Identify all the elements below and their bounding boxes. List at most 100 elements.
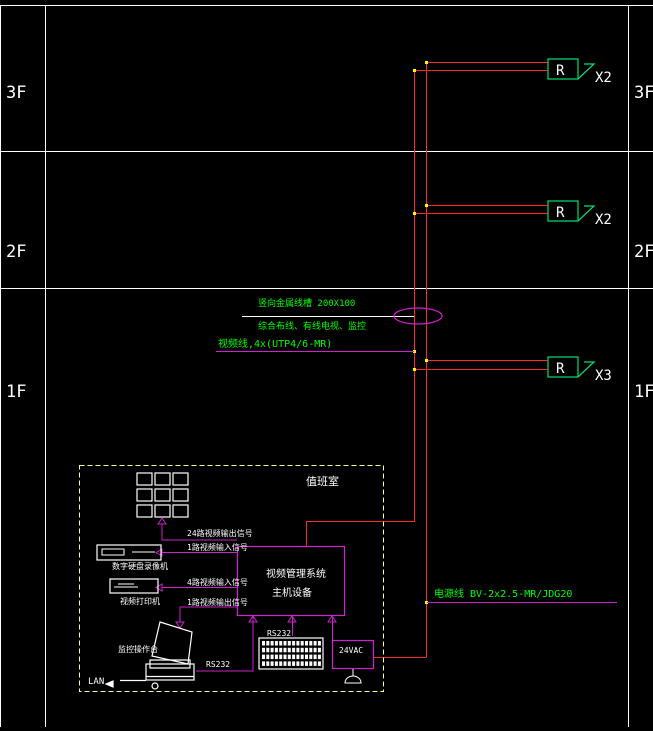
device-3f-count: X2 [595, 70, 612, 86]
keyboard-key [292, 661, 295, 666]
keyboard-key [305, 641, 308, 646]
keyboard-key [266, 661, 269, 666]
keyboard-key [318, 655, 321, 660]
rs232-bottom-label: RS232 [206, 660, 230, 669]
keyboard-key [288, 655, 291, 660]
signal-4-label: 4路视频输入信号 [187, 577, 248, 587]
signal-24-label: 24路视频输出信号 [187, 528, 253, 538]
keyboard-key [309, 661, 312, 666]
power-line-label: 电源线 BV-2x2.5-MR/JDG20 [434, 587, 572, 600]
keyboard-key [275, 641, 278, 646]
keyboard-key [305, 661, 308, 666]
trunking-sub-label: 综合布线、有线电视、监控 [258, 320, 366, 332]
keyboard-key [284, 655, 287, 660]
trunking-label: 竖向金属线槽 200X100 [258, 297, 355, 309]
floor-label-3f-left: 3F [6, 83, 26, 103]
keyboard-key [288, 661, 291, 666]
video-line: 视频线,4x(UTP4/6-MR) [216, 337, 414, 352]
rs232-top-label: RS232 [267, 629, 291, 638]
keyboard-key [292, 655, 295, 660]
keyboard-key [305, 648, 308, 653]
keyboard-key [301, 641, 304, 646]
device-2f: R X2 [548, 201, 612, 228]
keyboard-key [305, 655, 308, 660]
keyboard-key [318, 661, 321, 666]
console-label: 监控操作台 [118, 644, 158, 654]
keyboard-key [301, 648, 304, 653]
trunking: 竖向金属线槽 200X100 综合布线、有线电视、监控 [242, 297, 442, 332]
lan-label: LAN [88, 677, 104, 687]
device-1f-count: X3 [595, 368, 612, 384]
keyboard-key [271, 641, 274, 646]
console [106, 622, 194, 689]
video-line-label: 视频线,4x(UTP4/6-MR) [218, 337, 332, 350]
device-2f-count: X2 [595, 212, 612, 228]
recorder-label: 数字硬盘录像机 [112, 561, 168, 571]
keyboard-key [288, 641, 291, 646]
keyboard-key [314, 661, 317, 666]
keyboard-key [284, 641, 287, 646]
host-line2: 主机设备 [272, 586, 312, 599]
keyboard-key [292, 641, 295, 646]
video-wall [137, 473, 188, 517]
keyboard-key [314, 655, 317, 660]
keyboard-key [262, 661, 265, 666]
keyboard-key [275, 655, 278, 660]
keyboard-key [318, 641, 321, 646]
keyboard-key [275, 648, 278, 653]
power-box-label: 24VAC [339, 646, 363, 655]
keyboard-key [296, 655, 299, 660]
device-2f-symbol: R [556, 205, 565, 221]
keyboard-key [279, 661, 282, 666]
printer-label: 视频打印机 [120, 596, 160, 606]
keyboard-key [318, 648, 321, 653]
keyboard: RS232 [259, 629, 323, 669]
keyboard-key [301, 661, 304, 666]
keyboard-key [262, 648, 265, 653]
floor-label-2f-left: 2F [6, 242, 26, 262]
duty-room-label: 值班室 [306, 474, 339, 488]
keyboard-key [266, 641, 269, 646]
keyboard-key [314, 641, 317, 646]
device-3f: R X2 [548, 59, 612, 86]
keyboard-key [279, 648, 282, 653]
device-1f: R X3 [548, 357, 612, 384]
power-box: 24VAC [333, 641, 374, 684]
host-line1: 视频管理系统 [266, 567, 326, 580]
power-line: 电源线 BV-2x2.5-MR/JDG20 [427, 587, 617, 603]
keyboard-key [275, 661, 278, 666]
keyboard-key [309, 641, 312, 646]
floor-label-1f-left: 1F [6, 382, 26, 402]
keyboard-key [309, 655, 312, 660]
keyboard-key [309, 648, 312, 653]
keyboard-key [266, 655, 269, 660]
keyboard-key [292, 648, 295, 653]
keyboard-key [271, 661, 274, 666]
floor-label-2f-right: 2F [634, 242, 653, 262]
keyboard-key [296, 641, 299, 646]
printer: 视频打印机 [110, 579, 160, 606]
keyboard-key [314, 648, 317, 653]
keyboard-key [262, 655, 265, 660]
floor-label-1f-right: 1F [634, 382, 653, 402]
keyboard-key [284, 648, 287, 653]
keyboard-key [296, 648, 299, 653]
keyboard-key [284, 661, 287, 666]
host-device: 视频管理系统 主机设备 [238, 547, 345, 616]
junction-nodes [413, 61, 428, 604]
signal-video-in-label: 1路视频输入信号 [187, 542, 248, 552]
keyboard-key [279, 655, 282, 660]
keyboard-key [271, 648, 274, 653]
recorder: 数字硬盘录像机 [97, 545, 168, 571]
keyboard-key [271, 655, 274, 660]
keyboard-key [262, 641, 265, 646]
floor-label-3f-right: 3F [634, 83, 653, 103]
keyboard-key [266, 648, 269, 653]
signal-1-label: 1路视频输出信号 [187, 597, 248, 607]
device-3f-symbol: R [556, 63, 565, 79]
device-1f-symbol: R [556, 361, 565, 377]
keyboard-key [296, 661, 299, 666]
keyboard-key [279, 641, 282, 646]
